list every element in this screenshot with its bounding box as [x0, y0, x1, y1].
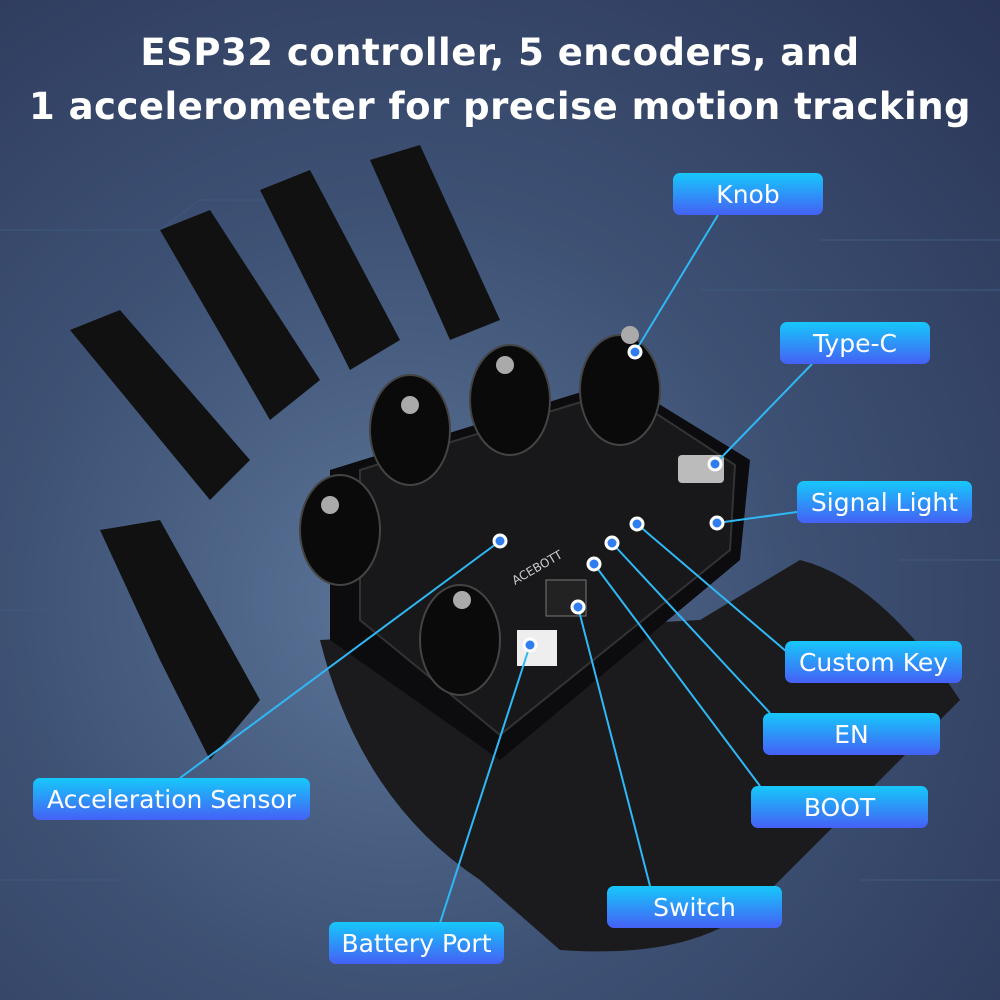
headline-line-2: 1 accelerometer for precise motion track… — [28, 85, 972, 128]
callout-type-c: Type-C — [780, 322, 930, 364]
callout-knob: Knob — [673, 173, 823, 215]
callout-en: EN — [763, 713, 940, 755]
callout-battery-port: Battery Port — [329, 922, 504, 964]
callout-custom-key: Custom Key — [785, 641, 962, 683]
callout-acceleration-sensor: Acceleration Sensor — [33, 778, 310, 820]
robotic-hand-glove — [70, 145, 960, 952]
circuit-background — [0, 199, 1000, 881]
callout-switch: Switch — [607, 886, 782, 928]
callout-lines — [179, 214, 813, 924]
callout-boot: BOOT — [751, 786, 928, 828]
callout-dots — [492, 344, 725, 653]
headline-line-1: ESP32 controller, 5 encoders, and — [140, 31, 860, 74]
callout-signal-light: Signal Light — [797, 481, 972, 523]
